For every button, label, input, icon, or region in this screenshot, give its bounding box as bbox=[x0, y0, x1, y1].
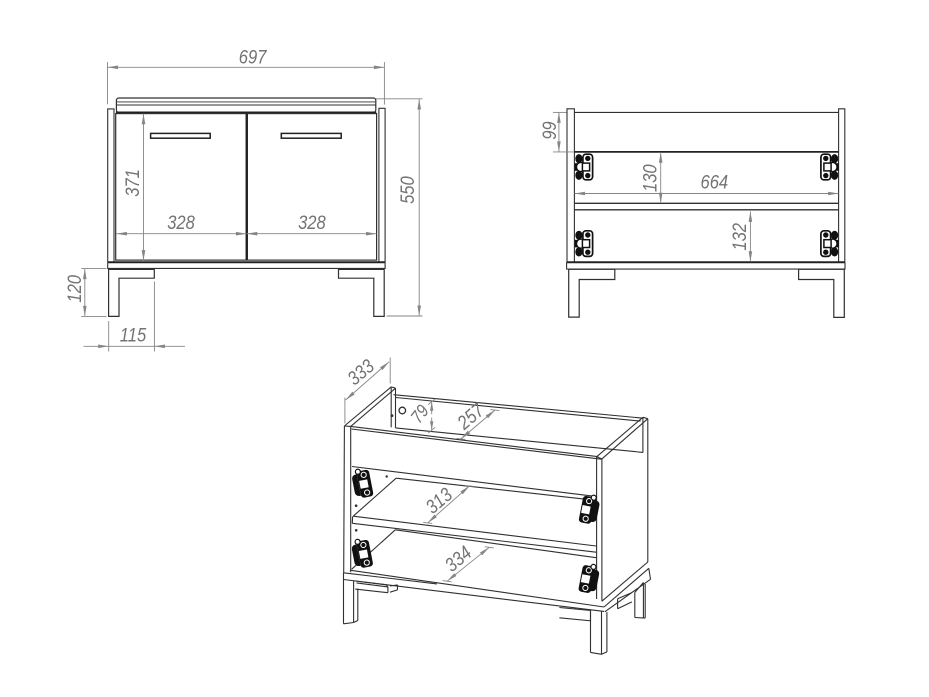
svg-text:550: 550 bbox=[397, 176, 419, 204]
svg-text:120: 120 bbox=[64, 275, 86, 303]
svg-text:664: 664 bbox=[700, 171, 728, 193]
svg-text:99: 99 bbox=[539, 121, 561, 139]
svg-text:371: 371 bbox=[122, 169, 144, 197]
svg-text:328: 328 bbox=[298, 212, 326, 234]
svg-text:132: 132 bbox=[729, 223, 751, 251]
svg-text:328: 328 bbox=[167, 212, 195, 234]
svg-text:697: 697 bbox=[239, 46, 267, 68]
svg-text:115: 115 bbox=[120, 324, 147, 346]
svg-text:130: 130 bbox=[639, 164, 661, 192]
